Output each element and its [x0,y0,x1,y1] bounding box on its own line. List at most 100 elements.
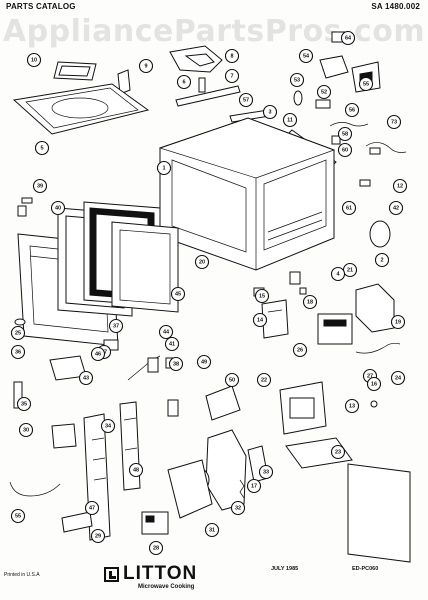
callout-20: 20 [194,254,210,270]
callout-73: 73 [386,114,402,130]
callout-30: 30 [18,422,34,438]
callout-label: 21 [347,267,353,273]
part-switch-52 [315,99,331,109]
callout-label: 12 [397,183,403,189]
callout-64: 64 [340,30,356,46]
printed-note: Printed in U.S.A [4,572,40,578]
callout-43: 43 [78,370,94,386]
callout-22: 22 [256,372,272,388]
part-capacitor [369,220,391,248]
callout-1: 1 [156,160,172,176]
part-duct-33 [205,385,241,421]
part-thermal-60 [331,135,341,145]
part-hv-transformer [279,381,327,435]
part-latch-41 [127,355,161,381]
callout-label: 39 [37,183,43,189]
callout-label: 3 [268,109,271,115]
callout-6: 6 [176,74,192,90]
callout-17: 17 [246,478,262,494]
callout-8: 8 [224,48,240,64]
part-cabinet [158,117,336,271]
part-outer-panel [347,463,411,563]
callout-41: 41 [164,336,180,352]
callout-33: 33 [258,464,274,480]
callout-label: 43 [83,375,89,381]
callout-28: 28 [148,540,164,556]
part-block-50 [167,399,179,417]
callout-32: 32 [230,500,246,516]
brand-logo: LITTON [104,563,197,585]
callout-label: 34 [105,423,112,429]
callout-label: 36 [15,349,21,355]
callout-label: 73 [391,119,397,125]
callout-label: 64 [345,35,352,41]
callout-5: 5 [34,140,50,156]
part-latch-40 [17,205,27,217]
callout-label: 48 [133,467,139,473]
callout-38: 38 [168,356,184,372]
callout-label: 30 [23,427,29,433]
callout-label: 20 [199,259,205,265]
callout-61: 61 [341,200,357,216]
part-harness-58 [365,142,407,155]
part-transformer-26 [317,313,353,345]
part-timer [261,299,289,339]
callout-label: 23 [335,449,341,455]
callout-label: 2 [380,257,383,263]
callout-label: 27 [367,373,373,379]
part-pin-37 [14,318,26,326]
callout-label: 6 [182,79,185,85]
part-wire-56b [9,481,61,497]
callout-50: 50 [224,372,240,388]
callout-label: 7 [230,73,233,79]
callout-label: 32 [235,505,241,511]
callout-label: 52 [321,89,327,95]
part-support-bar [175,85,241,107]
callout-60: 60 [337,142,353,158]
callout-34: 34 [100,418,116,434]
callout-label: 38 [173,361,179,367]
callout-label: 44 [163,329,170,335]
part-fuse-61 [359,179,371,187]
callout-52: 52 [316,84,332,100]
part-wire-56 [329,122,369,127]
callout-label: 53 [294,77,300,83]
callout-31: 31 [204,522,220,538]
callout-53: 53 [289,72,305,88]
callout-11: 11 [282,112,298,128]
callout-26: 26 [292,342,308,358]
callout-label: 22 [261,377,267,383]
callout-35: 35 [16,396,32,412]
callout-49: 49 [196,354,212,370]
callout-29: 29 [90,528,106,544]
callout-label: 14 [257,317,264,323]
part-shaft [198,77,206,93]
callout-21: 21 [342,262,358,278]
part-handle-35 [13,381,23,409]
callout-label: 60 [342,147,348,153]
callout-label: 15 [259,293,265,299]
callout-label: 40 [55,205,61,211]
callout-label: 17 [251,483,257,489]
part-relay-18 [289,271,301,285]
callout-label: 41 [169,341,175,347]
watermark: AppliancePartsPros.com [2,14,426,49]
callout-label: 35 [21,401,27,407]
part-bracket-9 [117,69,131,95]
callout-label: 9 [144,63,147,69]
litton-logo-icon [104,566,119,582]
callout-13: 13 [344,398,360,414]
callout-label: 16 [371,381,377,387]
callout-18: 18 [302,294,318,310]
callout-label: 28 [153,545,159,551]
part-spring-32 [239,479,245,499]
callout-54: 54 [298,48,314,64]
callout-45: 45 [170,286,186,302]
callout-label: 10 [31,57,37,63]
callout-42: 42 [388,200,404,216]
part-stirrer-fan [169,45,223,73]
callout-label: 58 [342,131,348,137]
callout-55: 55 [10,508,26,524]
callout-40: 40 [50,200,66,216]
